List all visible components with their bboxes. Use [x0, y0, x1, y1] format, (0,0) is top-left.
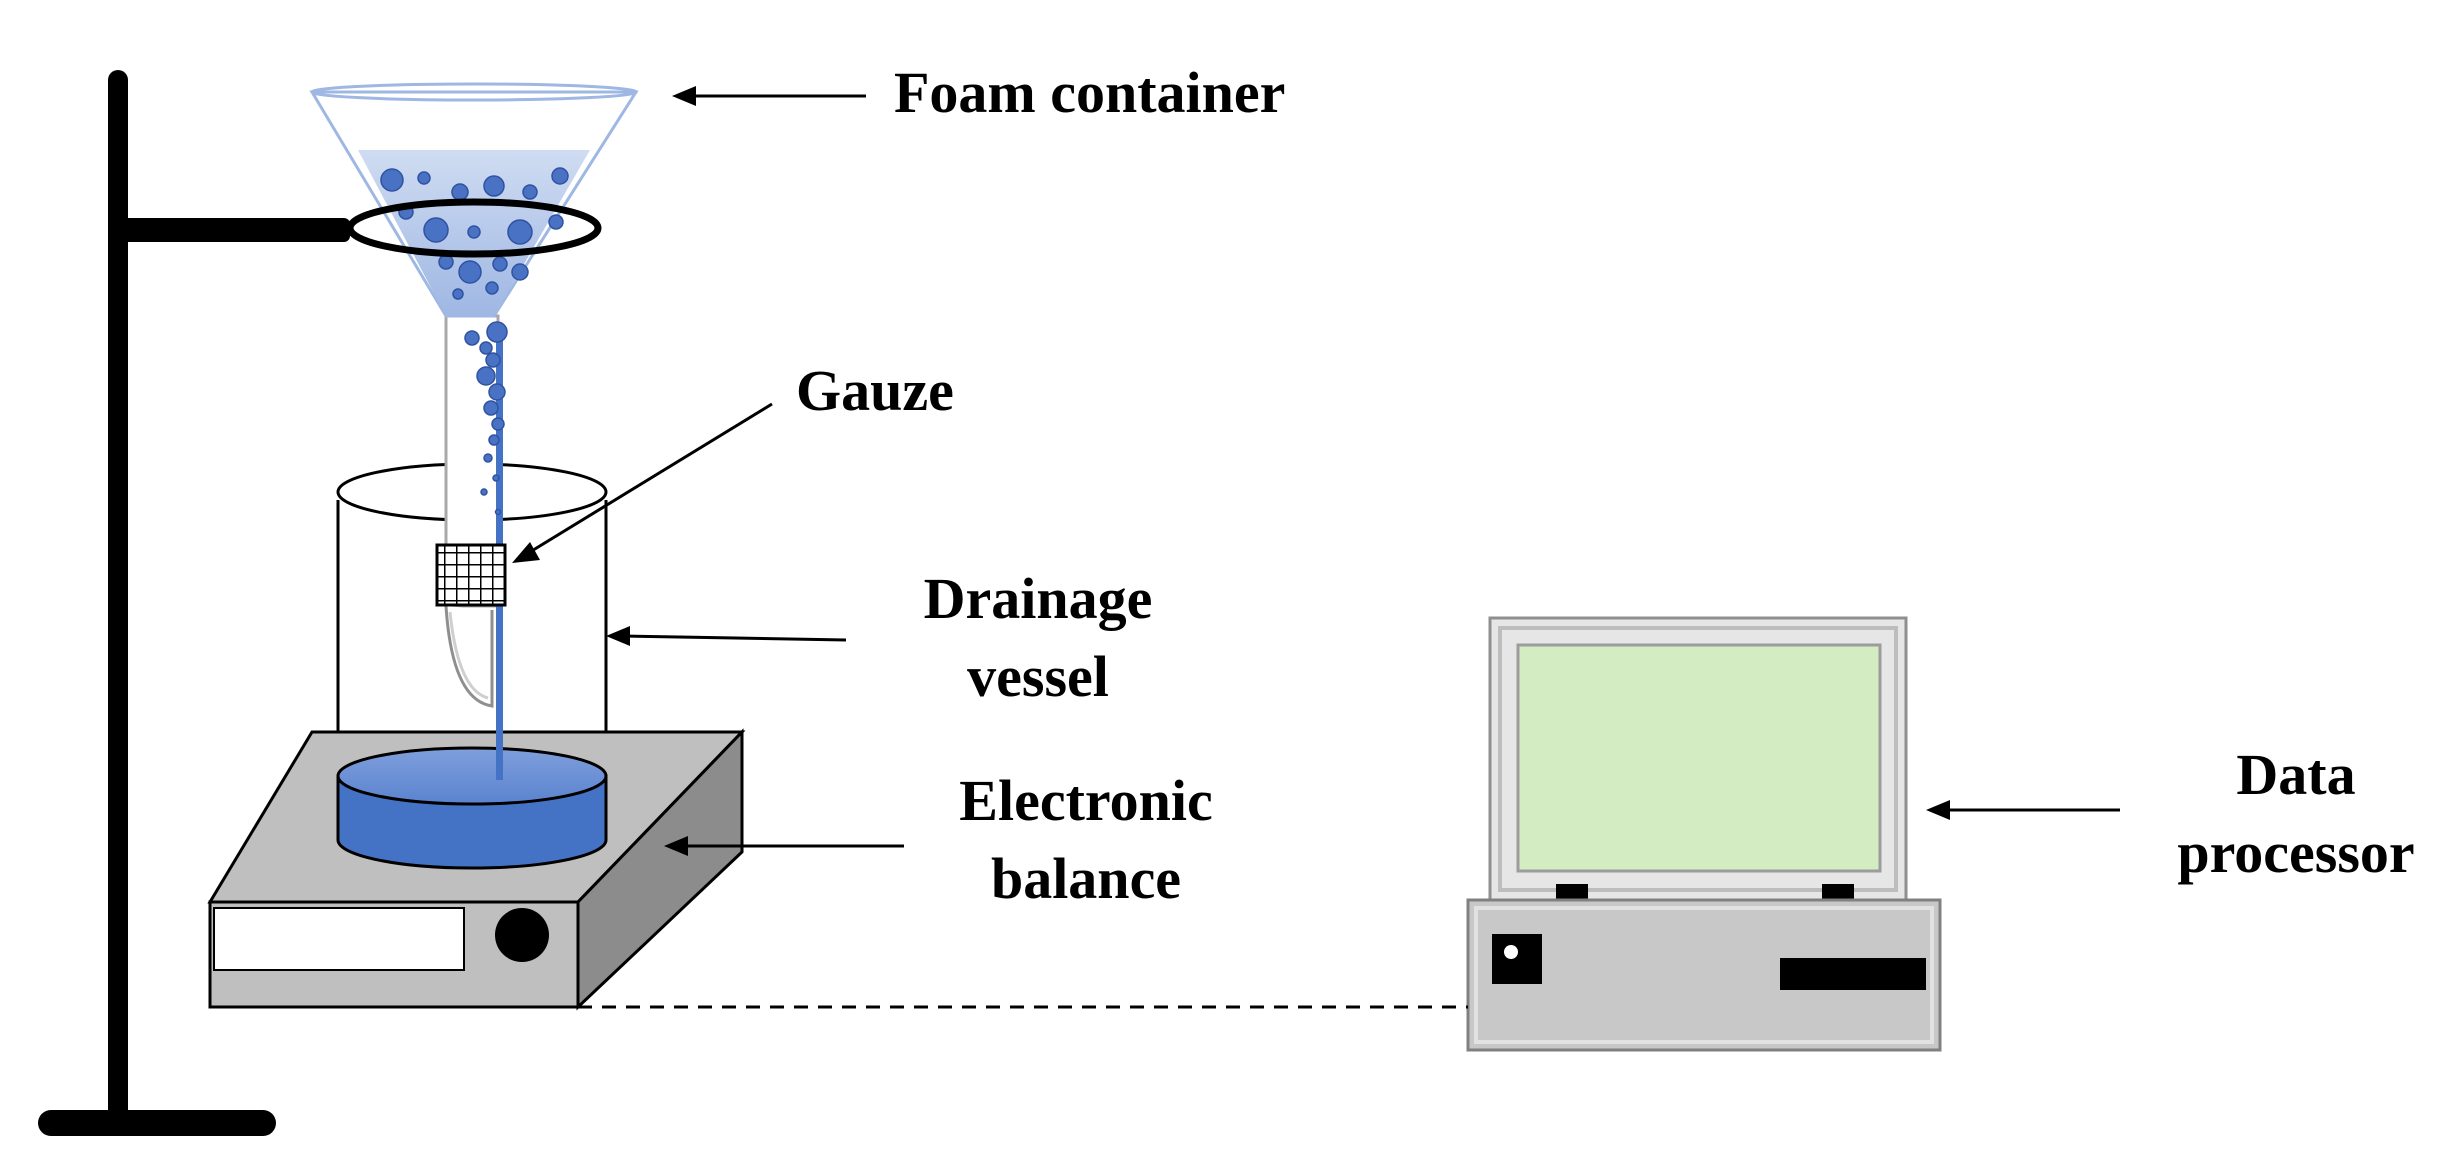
power-button-icon: [1492, 934, 1542, 984]
label-drainage-vessel-1: Drainage: [924, 566, 1153, 631]
label-arrows: [512, 86, 2120, 856]
label-drainage-vessel-2: vessel: [967, 644, 1109, 709]
disk-slot: [1780, 958, 1926, 990]
label-electronic-balance-1: Electronic: [959, 768, 1212, 833]
label-foam-container: Foam container: [894, 60, 1285, 125]
collected-liquid: [336, 746, 608, 870]
foam-bubbles: [380, 167, 569, 300]
tube-bubbles: [464, 321, 508, 516]
laptop-icon: [1466, 616, 1942, 1052]
label-electronic-balance-2: balance: [991, 846, 1181, 911]
balance-knob: [495, 908, 549, 962]
laptop-screen: [1516, 643, 1882, 873]
clamp-ring: [346, 198, 602, 258]
retort-stand-icon: [38, 70, 350, 1136]
drain-tube: [435, 314, 507, 780]
balance-display: [213, 907, 465, 971]
label-data-processor-2: processor: [2177, 820, 2414, 885]
label-data-processor-1: Data: [2236, 742, 2355, 807]
label-gauze: Gauze: [796, 358, 954, 423]
gauze-mesh: [435, 543, 507, 607]
